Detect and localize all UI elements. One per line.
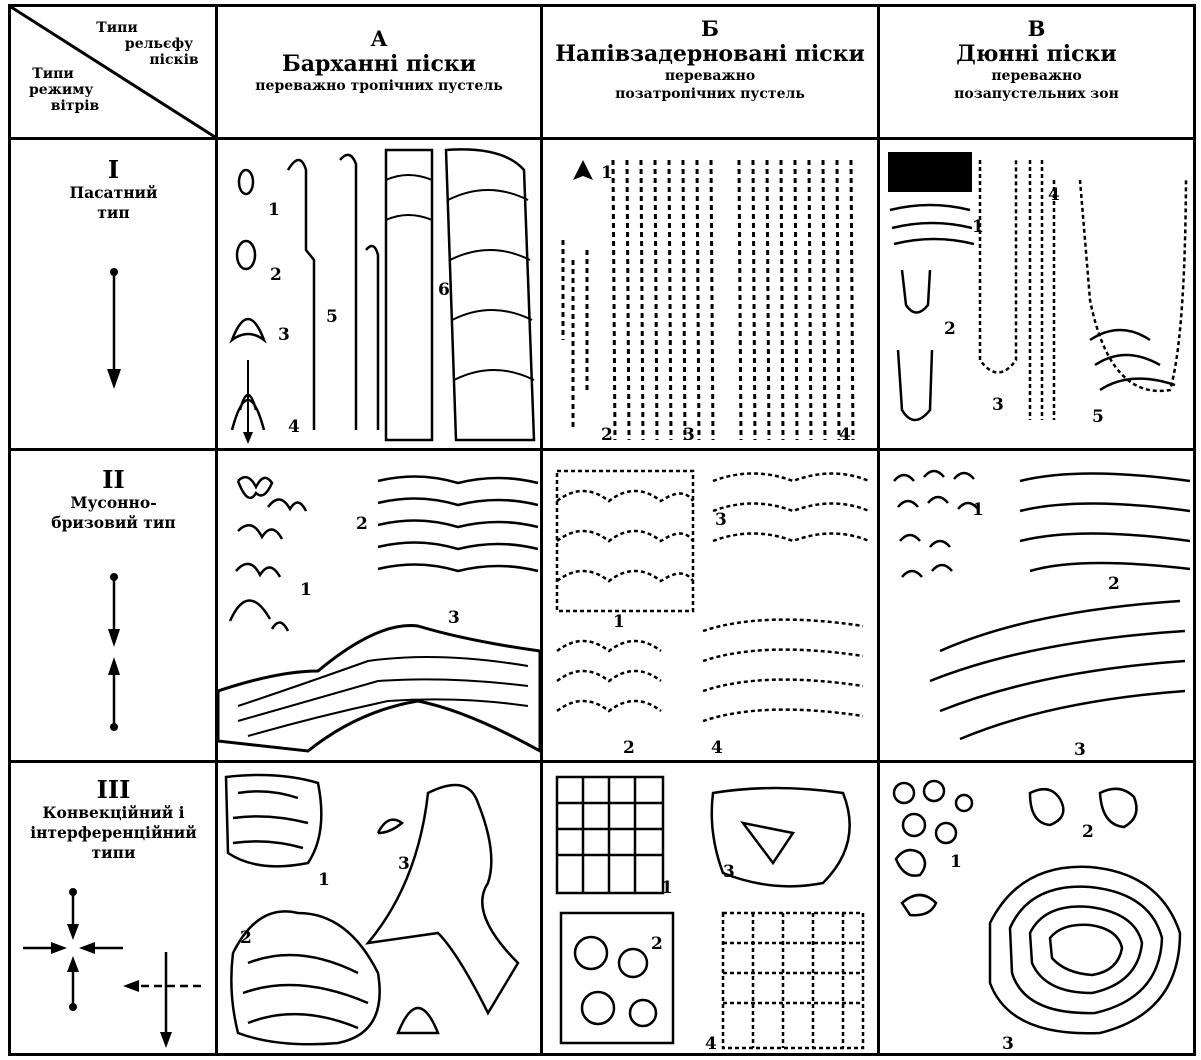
figure-label: 3 [278, 325, 290, 345]
corner-label-line: пісків [139, 53, 209, 68]
figure-label: 3 [1074, 740, 1086, 760]
cell-dune-trade: 1 2 3 4 5 [880, 140, 1193, 448]
column-name: Дюнні піски [880, 41, 1193, 67]
cell-barkhan-monsoon: 1 2 3 [218, 451, 540, 760]
figure-label: 2 [356, 514, 368, 534]
corner-label-line: вітрів [43, 99, 107, 114]
corner-label-line: Типи [89, 21, 145, 36]
figure-label: 3 [723, 862, 735, 882]
wind-arrow-monsoon [11, 567, 215, 747]
figure-label: 5 [326, 307, 338, 327]
figure-label: 1 [268, 200, 280, 220]
figure-label: 3 [992, 395, 1004, 415]
column-subtitle: переважно [543, 67, 877, 85]
cell-semi-turfed-trade: 1 2 3 4 [543, 140, 877, 448]
corner-label-line: Типи [21, 67, 85, 82]
landform-table: Типи рельєфу пісків Типи режиму вітрів А… [8, 4, 1196, 1056]
cell-dune-monsoon: 1 2 3 [880, 451, 1193, 760]
cell-barkhan-trade: 1 2 3 4 5 6 [218, 140, 540, 448]
cell-barkhan-convective: 1 2 3 [218, 763, 540, 1053]
figure-label: 4 [1048, 185, 1060, 205]
figure-label: 2 [601, 425, 613, 445]
figure-label: 3 [398, 854, 410, 874]
figure-label: 1 [601, 163, 613, 183]
column-header-a: А Барханні піски переважно тропічних пус… [218, 27, 540, 95]
figure-label: 3 [448, 608, 460, 628]
cell-semi-turfed-convective: 1 2 3 4 [543, 763, 877, 1053]
figure-label: 3 [1002, 1034, 1014, 1053]
figure-label: 4 [711, 738, 723, 758]
row-number: III [11, 777, 216, 803]
figure-label: 1 [613, 612, 625, 632]
column-header-b: Б Напівзадерновані піски переважно позат… [543, 17, 877, 103]
figure-label: 4 [705, 1034, 717, 1053]
figure-label: 2 [270, 265, 282, 285]
figure-label: 1 [972, 500, 984, 520]
column-name: Напівзадерновані піски [543, 41, 877, 67]
cell-semi-turfed-monsoon: 1 2 3 4 [543, 451, 877, 760]
row-text: тип [11, 203, 216, 223]
cell-dune-convective: 1 2 3 [880, 763, 1193, 1053]
figure-label: 4 [288, 417, 300, 437]
wind-arrow-convective [11, 882, 215, 1052]
figure-label: 2 [944, 319, 956, 339]
figure-label: 2 [1108, 574, 1120, 594]
figure-label: 1 [950, 852, 962, 872]
figure-label: 1 [661, 878, 673, 898]
figure-label: 3 [683, 425, 695, 445]
column-header-c: В Дюнні піски переважно позапустельних з… [880, 17, 1193, 103]
row-number: II [11, 467, 216, 493]
row-label-1: I Пасатний тип [11, 157, 216, 223]
row-label-2: II Мусонно- бризовий тип [11, 467, 216, 533]
figure-label: 5 [1092, 407, 1104, 427]
column-letter: Б [543, 17, 877, 41]
figure-label: 1 [318, 870, 330, 890]
figure-label: 2 [623, 738, 635, 758]
row-text: типи [11, 843, 216, 863]
row-number: I [11, 157, 216, 183]
row-label-3: III Конвекційний і інтерференційний типи [11, 777, 216, 863]
column-subtitle: позапустельних зон [880, 85, 1193, 103]
figure-label: 6 [438, 280, 450, 300]
column-subtitle: переважно [880, 67, 1193, 85]
figure-label: 1 [300, 580, 312, 600]
figure-label: 1 [972, 217, 984, 237]
row-text: інтерференційний [11, 823, 216, 843]
column-subtitle: позатропічних пустель [543, 85, 877, 103]
corner-label-line: режиму [29, 83, 93, 98]
row-text: Мусонно- [11, 493, 216, 513]
wind-arrow-trade [11, 257, 215, 447]
row-text: Пасатний [11, 183, 216, 203]
figure-label: 3 [715, 510, 727, 530]
row-text: Конвекційний і [11, 803, 216, 823]
figure-label: 2 [1082, 822, 1094, 842]
column-letter: А [218, 27, 540, 51]
figure-label: 2 [651, 934, 663, 954]
corner-label-line: рельєфу [109, 37, 209, 52]
figure-label: 2 [240, 928, 252, 948]
column-letter: В [880, 17, 1193, 41]
column-subtitle: переважно тропічних пустель [218, 77, 540, 95]
row-text: бризовий тип [11, 513, 216, 533]
column-name: Барханні піски [218, 51, 540, 77]
figure-label: 4 [839, 425, 851, 445]
